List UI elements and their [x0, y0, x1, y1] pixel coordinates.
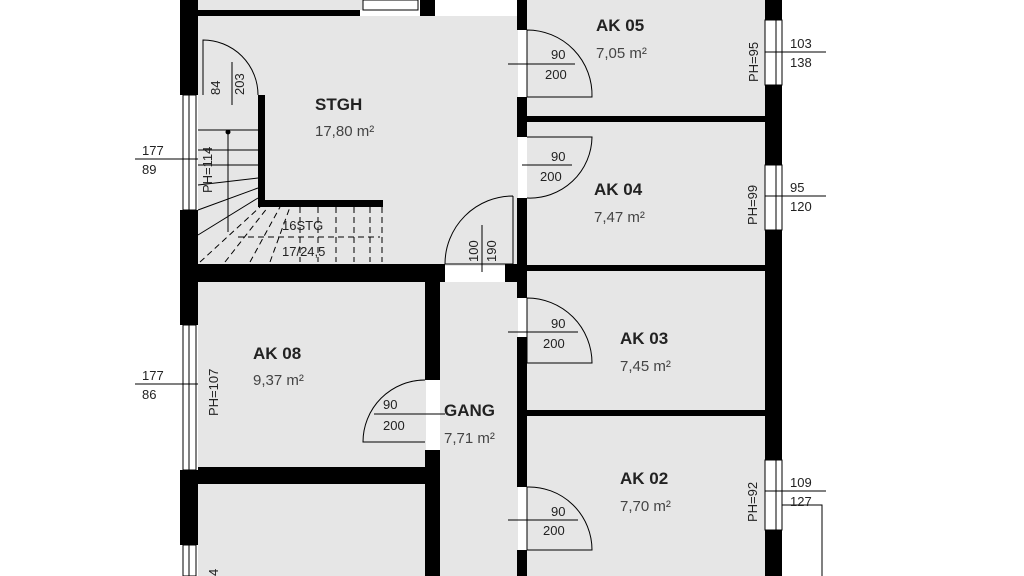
window-height: 89	[142, 162, 156, 177]
stair	[197, 129, 383, 263]
window-parapet-height: PH=99	[745, 185, 760, 225]
door-width: 90	[551, 47, 565, 62]
window-height: 138	[790, 55, 812, 70]
stair-ratio: 17/24,5	[282, 244, 325, 259]
room-name-ak05: AK 05	[596, 16, 644, 35]
door-width: 84	[208, 81, 223, 95]
room-name-ak04: AK 04	[594, 180, 643, 199]
window-width: 109	[790, 475, 812, 490]
stair-steps: 16STG	[282, 218, 323, 233]
door-height: 200	[543, 523, 565, 538]
room-area-ak08: 9,37 m²	[253, 372, 304, 389]
partial-label: 4	[206, 569, 221, 576]
room-area-stgh: 17,80 m²	[315, 123, 374, 140]
room-area-ak03: 7,45 m²	[620, 358, 671, 375]
door-height: 200	[545, 67, 567, 82]
window-width: 103	[790, 36, 812, 51]
room-name-gang: GANG	[444, 401, 495, 420]
window-width: 177	[142, 143, 164, 158]
window-parapet-height: PH=107	[206, 369, 221, 416]
room-area-ak04: 7,47 m²	[594, 209, 645, 226]
door-height: 190	[484, 240, 499, 262]
door-height: 200	[543, 336, 565, 351]
window-width: 177	[142, 368, 164, 383]
window-parapet-height: PH=95	[746, 42, 761, 82]
stair-parapet-height: PH=114	[200, 147, 215, 193]
window-height: 120	[790, 199, 812, 214]
room-name-ak02: AK 02	[620, 469, 668, 488]
window-height: 127	[790, 494, 812, 509]
door-height: 203	[232, 73, 247, 95]
dimension-lines	[135, 51, 826, 492]
door-width: 90	[551, 149, 565, 164]
room-name-stgh: STGH	[315, 95, 362, 114]
door-width: 100	[466, 240, 481, 262]
room-area-ak05: 7,05 m²	[596, 45, 647, 62]
door-width: 90	[383, 397, 397, 412]
door-height: 200	[540, 169, 562, 184]
window-parapet-height: PH=92	[745, 482, 760, 522]
door-width: 90	[551, 504, 565, 519]
room-area-ak02: 7,70 m²	[620, 498, 671, 515]
room-area-gang: 7,71 m²	[444, 430, 495, 447]
door-width: 90	[551, 316, 565, 331]
doors	[202, 29, 593, 551]
room-fills	[198, 0, 767, 576]
window-height: 86	[142, 387, 156, 402]
room-name-ak03: AK 03	[620, 329, 668, 348]
windows	[182, 19, 823, 576]
door-height: 200	[383, 418, 405, 433]
window-width: 95	[790, 180, 804, 195]
room-name-ak08: AK 08	[253, 344, 301, 363]
walls	[180, 0, 782, 576]
